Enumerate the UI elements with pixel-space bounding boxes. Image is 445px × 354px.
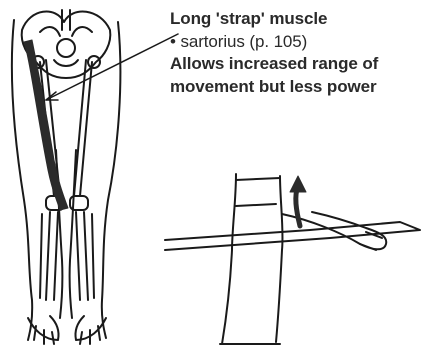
muscle-name: sartorius bbox=[180, 32, 244, 51]
page-reference: (p. 105) bbox=[245, 32, 307, 51]
strap-muscle-label: 'strap' muscle bbox=[216, 9, 328, 28]
caption-pointer-line bbox=[46, 34, 178, 100]
caption-line-1: Long 'strap' muscle bbox=[170, 8, 442, 31]
caption-line-4: movement but less power bbox=[170, 76, 442, 99]
seated-cross-leg-figure bbox=[165, 174, 420, 344]
caption-block: Long 'strap' muscle • sartorius (p. 105)… bbox=[170, 8, 442, 98]
caption-line-1-prefix: Long bbox=[170, 9, 216, 28]
bullet-marker: • bbox=[170, 32, 180, 51]
caption-line-2: • sartorius (p. 105) bbox=[170, 31, 442, 54]
caption-line-3: Allows increased range of bbox=[170, 53, 442, 76]
